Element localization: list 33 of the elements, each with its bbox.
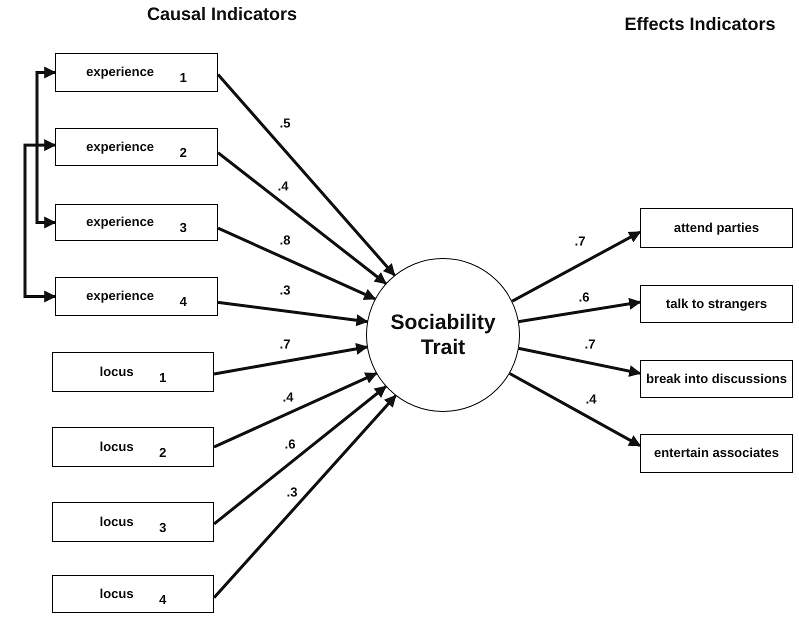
arrow: [216, 74, 396, 276]
column-heading: Effects Indicators: [624, 14, 776, 35]
arrow: [518, 298, 642, 324]
arrow: [212, 394, 397, 599]
edge-label: .7: [584, 338, 596, 350]
edge-label: .7: [278, 338, 292, 350]
double-headed-arrow: [36, 66, 56, 228]
indicator-box: entertain associates: [640, 434, 793, 473]
indicator-box: talk to strangers: [640, 285, 793, 323]
arrow: [218, 300, 368, 326]
edge-label: .8: [278, 234, 292, 246]
edge-label: .3: [278, 284, 292, 296]
edge-label: .4: [276, 180, 290, 192]
latent-trait-circle: Sociability Trait: [366, 258, 520, 412]
edge-label: .6: [284, 438, 296, 450]
edge-label: .3: [286, 486, 298, 498]
arrow: [217, 152, 387, 285]
arrow: [217, 226, 376, 300]
arrow: [511, 230, 642, 303]
edge-label: .5: [278, 116, 292, 130]
double-headed-arrow: [24, 139, 56, 302]
arrow: [213, 372, 378, 448]
indicator-box: attend parties: [640, 208, 793, 248]
arrow: [214, 342, 368, 376]
column-heading: Causal Indicators: [146, 4, 298, 25]
edge-label: .6: [578, 290, 590, 304]
arrow: [213, 385, 387, 526]
indicator-box: break into discussions: [640, 360, 793, 398]
edge-label: .7: [574, 234, 586, 248]
edge-label: .4: [282, 390, 294, 404]
arrow: [518, 346, 642, 377]
edge-label: .4: [584, 392, 598, 406]
arrow: [508, 372, 642, 448]
